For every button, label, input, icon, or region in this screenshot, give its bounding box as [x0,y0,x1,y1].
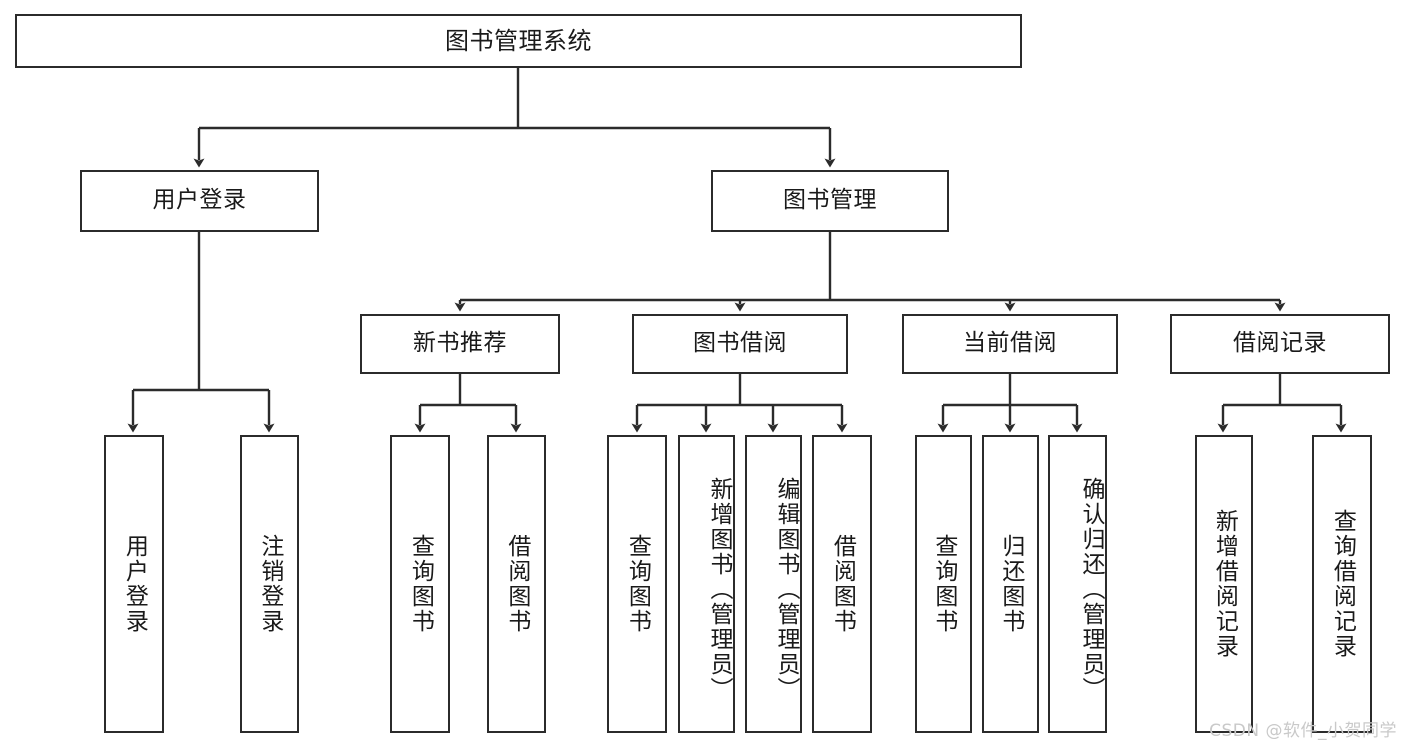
node-label: 新书推荐 [413,330,507,357]
node-label: 新增图书（管理员） [706,476,732,702]
leaf-edit-book-admin[interactable]: 编辑图书（管理员） [745,435,802,733]
node-label: 查询图书 [930,534,957,634]
node-label: 归还图书 [997,534,1024,634]
node-label: 图书管理 [783,187,877,214]
node-label: 当前借阅 [963,330,1057,357]
leaf-confirm-return-admin[interactable]: 确认归还（管理员） [1048,435,1107,733]
node-label: 借阅图书 [829,534,856,634]
leaf-borrow-book-recommend[interactable]: 借阅图书 [487,435,546,733]
node-label: 查询借阅记录 [1329,509,1356,659]
leaf-add-borrow-record[interactable]: 新增借阅记录 [1195,435,1253,733]
leaf-add-book-admin[interactable]: 新增图书（管理员） [678,435,735,733]
leaf-query-book-current[interactable]: 查询图书 [915,435,972,733]
leaf-borrow-book[interactable]: 借阅图书 [812,435,872,733]
node-label: 查询图书 [407,534,434,634]
node-new-book-recommend[interactable]: 新书推荐 [360,314,560,374]
node-label: 新增借阅记录 [1211,509,1238,659]
node-label: 用户登录 [121,534,148,634]
node-label: 图书管理系统 [445,26,592,55]
node-user-login[interactable]: 用户登录 [80,170,319,232]
node-book-borrow[interactable]: 图书借阅 [632,314,848,374]
node-label: 用户登录 [152,187,247,214]
leaf-return-book[interactable]: 归还图书 [982,435,1039,733]
node-book-management[interactable]: 图书管理 [711,170,949,232]
csdn-watermark: CSDN @软件_小贺同学 [1209,721,1397,741]
node-label: 借阅图书 [503,534,530,634]
leaf-query-book-recommend[interactable]: 查询图书 [390,435,450,733]
node-label: 注销登录 [256,534,283,634]
node-label: 查询图书 [624,534,651,634]
node-current-borrow[interactable]: 当前借阅 [902,314,1118,374]
node-label: 借阅记录 [1233,330,1327,357]
node-label: 确认归还（管理员） [1078,476,1104,702]
node-label: 图书借阅 [693,330,787,357]
leaf-user-login[interactable]: 用户登录 [104,435,164,733]
leaf-query-book-borrow[interactable]: 查询图书 [607,435,667,733]
node-root-book-management-system[interactable]: 图书管理系统 [15,14,1022,68]
leaf-query-borrow-record[interactable]: 查询借阅记录 [1312,435,1372,733]
node-borrow-record[interactable]: 借阅记录 [1170,314,1390,374]
node-label: 编辑图书（管理员） [773,476,799,702]
leaf-user-logout[interactable]: 注销登录 [240,435,299,733]
